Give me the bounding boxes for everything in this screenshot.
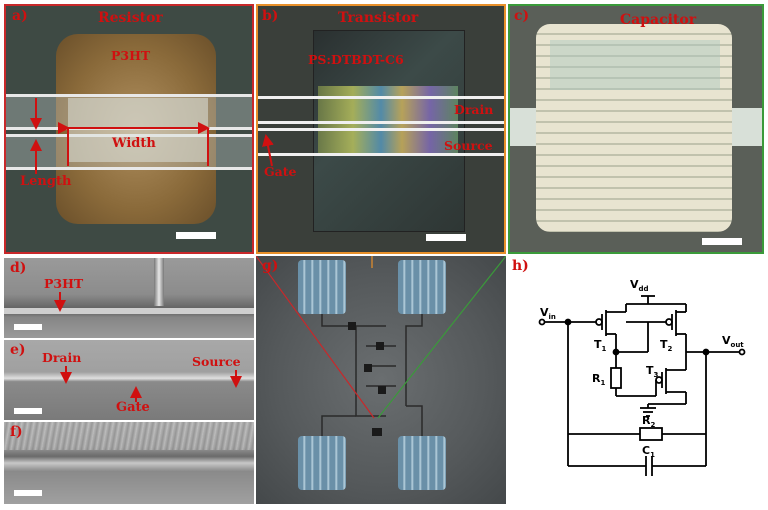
- circuit-schematic: Vdd Vin Vout T1 T2 T3 R1 R2 C1: [538, 278, 746, 476]
- panel-b-label: b): [262, 8, 279, 24]
- transistor-drain-label: Drain: [454, 102, 494, 117]
- panel-a-title: Resistor: [98, 10, 163, 26]
- panel-a-label: a): [12, 8, 28, 24]
- sem-p3ht-label: P3HT: [44, 276, 84, 291]
- sem-ridge: [154, 258, 164, 306]
- transistor-source-label: Source: [444, 138, 493, 153]
- capacitor-top-layer: [550, 40, 720, 90]
- capacitor-body: [536, 24, 732, 232]
- t2-label: T2: [660, 338, 673, 353]
- resistor-material-label: P3HT: [111, 48, 151, 63]
- panel-e-label: e): [10, 342, 26, 358]
- panel-e-sem: e) Drain Source Gate: [4, 340, 254, 420]
- scale-bar: [14, 324, 42, 330]
- panel-h-label: h): [512, 258, 529, 274]
- panel-c-title: Capacitor: [620, 12, 697, 28]
- sem-gate-label: Gate: [116, 400, 150, 415]
- panel-h-schematic: h): [508, 256, 764, 504]
- panel-a-resistor: a) Resistor P3HT Width Length: [4, 4, 254, 254]
- scale-bar: [426, 234, 466, 241]
- t1-label: T1: [594, 338, 607, 353]
- resistor-dimension-arrows: [30, 98, 210, 174]
- panel-g-label: g): [262, 258, 279, 274]
- panel-d-sem: d) P3HT: [4, 258, 254, 338]
- scale-bar: [176, 232, 216, 239]
- panel-d-label: d): [10, 260, 27, 276]
- sem-drain-label: Drain: [42, 350, 82, 365]
- t3-label: T3: [646, 364, 659, 379]
- pad-bottom-right: [398, 436, 446, 490]
- vdd-label: Vdd: [630, 278, 649, 293]
- scale-bar: [14, 490, 42, 496]
- panel-g-photo: g): [256, 256, 506, 504]
- sem-texture: [4, 422, 254, 450]
- sem-layer: [4, 308, 254, 314]
- vin-label: Vin: [540, 306, 556, 321]
- vout-label: Vout: [722, 334, 744, 349]
- gate-arrow: [262, 134, 274, 167]
- p3ht-arrow: [54, 292, 66, 312]
- transistor-material-label: PS:DTBDT-C6: [308, 52, 404, 67]
- scale-bar: [702, 238, 742, 245]
- panel-c-capacitor: c) Capacitor: [508, 4, 764, 254]
- panel-c-label: c): [514, 8, 530, 24]
- panel-b-title: Transistor: [338, 10, 419, 26]
- scale-bar: [14, 408, 42, 414]
- transistor-electrode-bottom: [258, 128, 504, 156]
- panel-f-sem: f): [4, 422, 254, 504]
- r2-label: R2: [642, 414, 655, 429]
- r1-label: R1: [592, 372, 605, 387]
- pad-top-right: [398, 260, 446, 314]
- c1-label: C1: [642, 444, 655, 459]
- resistor-length-label: Length: [20, 174, 72, 189]
- resistor-width-label: Width: [112, 136, 156, 151]
- transistor-gate-label: Gate: [264, 164, 297, 179]
- sem-e-arrows: [60, 366, 242, 402]
- pad-bottom-left: [298, 436, 346, 490]
- transistor-electrode-top: [258, 96, 504, 124]
- panel-f-label: f): [10, 424, 23, 440]
- circuit-traces: [256, 256, 506, 436]
- sem-source-label: Source: [192, 354, 241, 369]
- pad-top-left: [298, 260, 346, 314]
- panel-b-transistor: b) Transistor PS:DTBDT-C6 Drain Source G…: [256, 4, 506, 254]
